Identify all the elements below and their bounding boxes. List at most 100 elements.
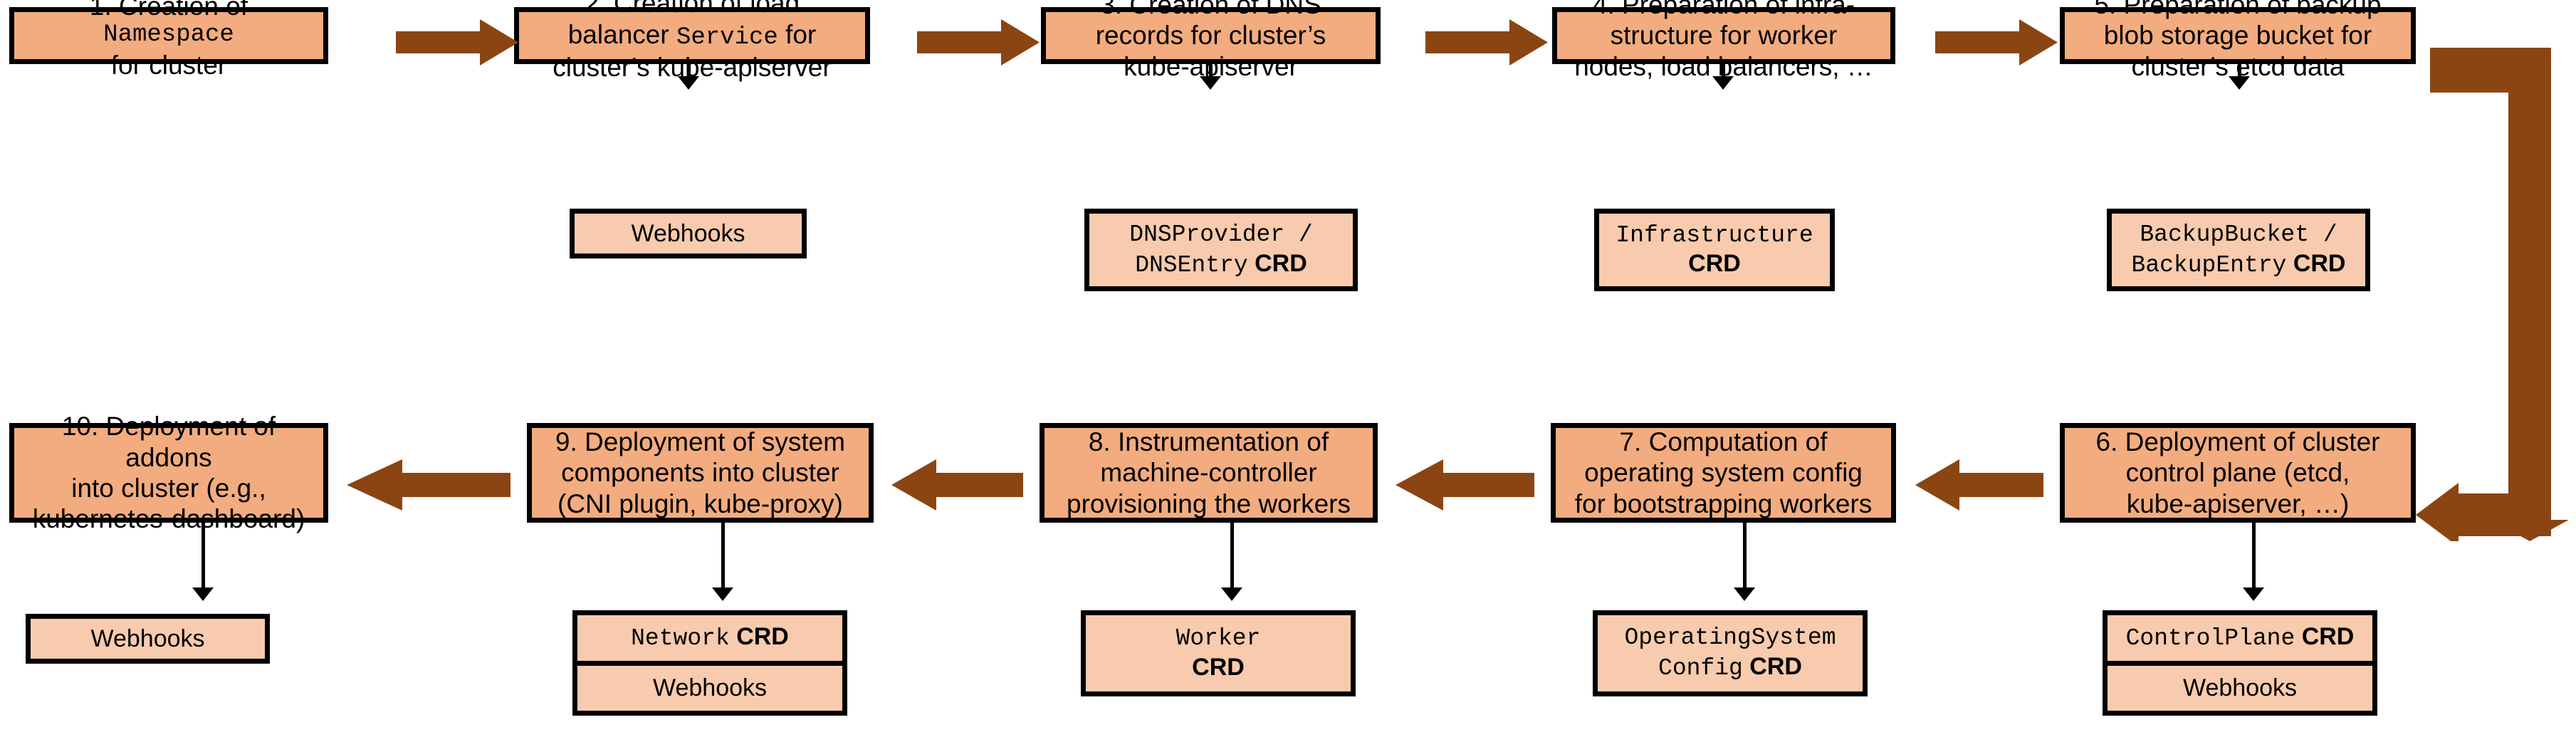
artifact-label-webhooks: Webhooks: [652, 674, 768, 701]
artifact-cell: Infrastructure CRD: [1599, 214, 1830, 286]
flow-arrow-9-to-10: [347, 459, 511, 511]
artifact-line-operatingsystem: OperatingSystem: [1624, 625, 1836, 652]
artifact-box-network-crd-webhooks[interactable]: Network CRD Webhooks: [572, 610, 847, 716]
artifact-box-dns-crd[interactable]: DNSProvider / DNSEntry CRD: [1084, 209, 1358, 291]
artifact-cell: Webhooks: [31, 619, 265, 659]
artifact-box-osc-crd[interactable]: OperatingSystem Config CRD: [1593, 610, 1868, 696]
step-5-line-1: 5. Preparation of backup: [2094, 0, 2382, 20]
artifact-line-config: Config CRD: [1624, 652, 1836, 683]
artifact-cell: BackupBucket / BackupEntry CRD: [2112, 214, 2365, 286]
arrowhead-icon: [192, 587, 214, 601]
step-10-line-3: kubernetes-dashboard): [32, 504, 305, 534]
step-8-line-3: provisioning the workers: [1067, 488, 1351, 518]
step-3-line-2: records for cluster’s: [1095, 21, 1326, 51]
artifact-token-crd: CRD: [1749, 653, 1802, 680]
connector-line: [721, 523, 725, 589]
step-7-line-3: for bootstrapping workers: [1574, 488, 1873, 518]
artifact-token-controlplane: ControlPlane: [2125, 625, 2295, 652]
artifact-line-controlplane: ControlPlane CRD: [2126, 622, 2355, 653]
connector-line: [1230, 523, 1234, 589]
step-box-9[interactable]: 9. Deployment of system components into …: [527, 423, 874, 523]
arrowhead-icon: [678, 76, 699, 90]
step-10-line-1: 10. Deployment of addons: [61, 412, 276, 472]
connector-line: [201, 523, 205, 589]
artifact-token-crd: CRD: [2293, 249, 2346, 277]
artifact-line-backupentry: BackupEntry CRD: [2132, 249, 2346, 280]
artifact-token-crd: CRD: [2301, 623, 2355, 651]
flow-arrow-1-to-2: [396, 19, 518, 66]
connector-step8-to-worker-crd: [1218, 523, 1246, 601]
artifact-box-backup-crd[interactable]: BackupBucket / BackupEntry CRD: [2107, 209, 2370, 291]
step-2-line-2-post: for: [777, 19, 817, 49]
step-10-line-2: into cluster (e.g.,: [71, 474, 266, 503]
connector-step4-to-infrastructure-crd: [1709, 64, 1737, 90]
artifact-line-worker: Worker: [1176, 625, 1261, 652]
flow-arrow-3-to-4: [1425, 19, 1548, 66]
artifact-cell: Webhooks: [575, 214, 802, 254]
step-7-line-2: operating system config: [1584, 458, 1863, 488]
step-8-line-1: 8. Instrumentation of: [1088, 427, 1329, 457]
artifact-line-backupbucket: BackupBucket /: [2140, 221, 2337, 248]
artifact-box-worker-crd[interactable]: Worker CRD: [1081, 610, 1356, 696]
connector-step10-to-webhooks: [189, 523, 217, 601]
step-8-line-2: machine-controller: [1100, 458, 1317, 488]
connector-line: [2251, 523, 2256, 589]
step-box-2[interactable]: 2. Creation of load balancer Service for…: [514, 0, 870, 82]
connector-step9-to-network-crd: [708, 523, 737, 601]
artifact-token-crd: CRD: [1688, 250, 1741, 278]
artifact-token-crd: CRD: [1192, 653, 1245, 681]
step-box-6[interactable]: 6. Deployment of cluster control plane (…: [2060, 423, 2416, 523]
step-1-line-1: 1. Creation of: [89, 0, 248, 21]
step-5-line-2: blob storage bucket for: [2103, 21, 2372, 51]
flow-arrow-4-to-5: [1935, 19, 2058, 66]
step-9-line-2: components into cluster: [561, 458, 839, 488]
step-7-line-1: 7. Computation of: [1619, 427, 1828, 457]
artifact-box-webhooks-step10[interactable]: Webhooks: [26, 614, 270, 664]
step-box-8[interactable]: 8. Instrumentation of machine-controller…: [1040, 423, 1378, 523]
step-2-line-1: 2. Creation of load: [584, 0, 800, 19]
step-4-line-2: structure for worker: [1610, 21, 1838, 51]
artifact-label-webhooks: Webhooks: [90, 625, 205, 652]
step-box-5[interactable]: 5. Preparation of backup blob storage bu…: [2060, 0, 2416, 81]
connector-step7-to-osc-crd: [1730, 523, 1759, 601]
flow-arrow-7-to-8: [1396, 459, 1534, 511]
step-4-line-1: 4. Preparation of infra-: [1592, 0, 1855, 20]
connector-line: [2237, 64, 2241, 78]
flow-arrow-2-to-3: [917, 19, 1040, 66]
artifact-cell-controlplane-crd: ControlPlane CRD: [2108, 615, 2372, 661]
connector-step2-to-webhooks: [674, 64, 703, 90]
artifact-label-webhooks: Webhooks: [631, 219, 745, 247]
artifact-line-dnsprovider: DNSProvider /: [1129, 221, 1313, 248]
artifact-cell-webhooks: Webhooks: [2108, 660, 2372, 711]
connector-step6-to-controlplane-crd: [2239, 523, 2268, 601]
step-6-line-3: kube-apiserver, …): [2126, 488, 2350, 518]
artifact-box-webhooks-step2[interactable]: Webhooks: [570, 209, 807, 258]
arrowhead-icon: [1200, 76, 1221, 90]
artifact-token-network: Network: [631, 625, 730, 652]
arrowhead-icon: [1734, 587, 1755, 601]
artifact-line-infrastructure: Infrastructure: [1616, 221, 1813, 249]
step-box-10[interactable]: 10. Deployment of addons into cluster (e…: [9, 412, 328, 533]
arrowhead-icon: [2229, 76, 2250, 90]
artifact-cell: DNSProvider / DNSEntry CRD: [1089, 214, 1353, 286]
step-1-line-3: for cluster: [110, 50, 227, 80]
flow-arrow-6-to-7: [1915, 459, 2043, 511]
step-box-4[interactable]: 4. Preparation of infra- structure for w…: [1552, 0, 1895, 81]
step-2-service-token: Service: [676, 23, 778, 51]
step-box-3[interactable]: 3. Creation of DNS records for cluster’s…: [1041, 0, 1381, 81]
step-6-line-2: control plane (etcd,: [2125, 458, 2350, 488]
artifact-cell-webhooks: Webhooks: [577, 660, 842, 711]
connector-line: [1742, 523, 1747, 589]
connector-step5-to-backup-crd: [2225, 64, 2253, 90]
artifact-line-network: Network CRD: [631, 622, 789, 653]
artifact-box-infrastructure-crd[interactable]: Infrastructure CRD: [1594, 209, 1835, 291]
artifact-token-backupentry: BackupEntry: [2131, 251, 2287, 278]
step-1-line-2: Namespace: [103, 21, 234, 49]
flow-arrow-5-to-6-wraparound: [2416, 21, 2576, 541]
artifact-token-crd: CRD: [736, 623, 789, 651]
step-box-1[interactable]: 1. Creation of Namespace for cluster: [9, 0, 328, 80]
step-9-line-3: (CNI plugin, kube-proxy): [557, 488, 843, 518]
artifact-box-controlplane-crd-webhooks[interactable]: ControlPlane CRD Webhooks: [2103, 610, 2377, 716]
step-box-7[interactable]: 7. Computation of operating system confi…: [1551, 423, 1896, 523]
